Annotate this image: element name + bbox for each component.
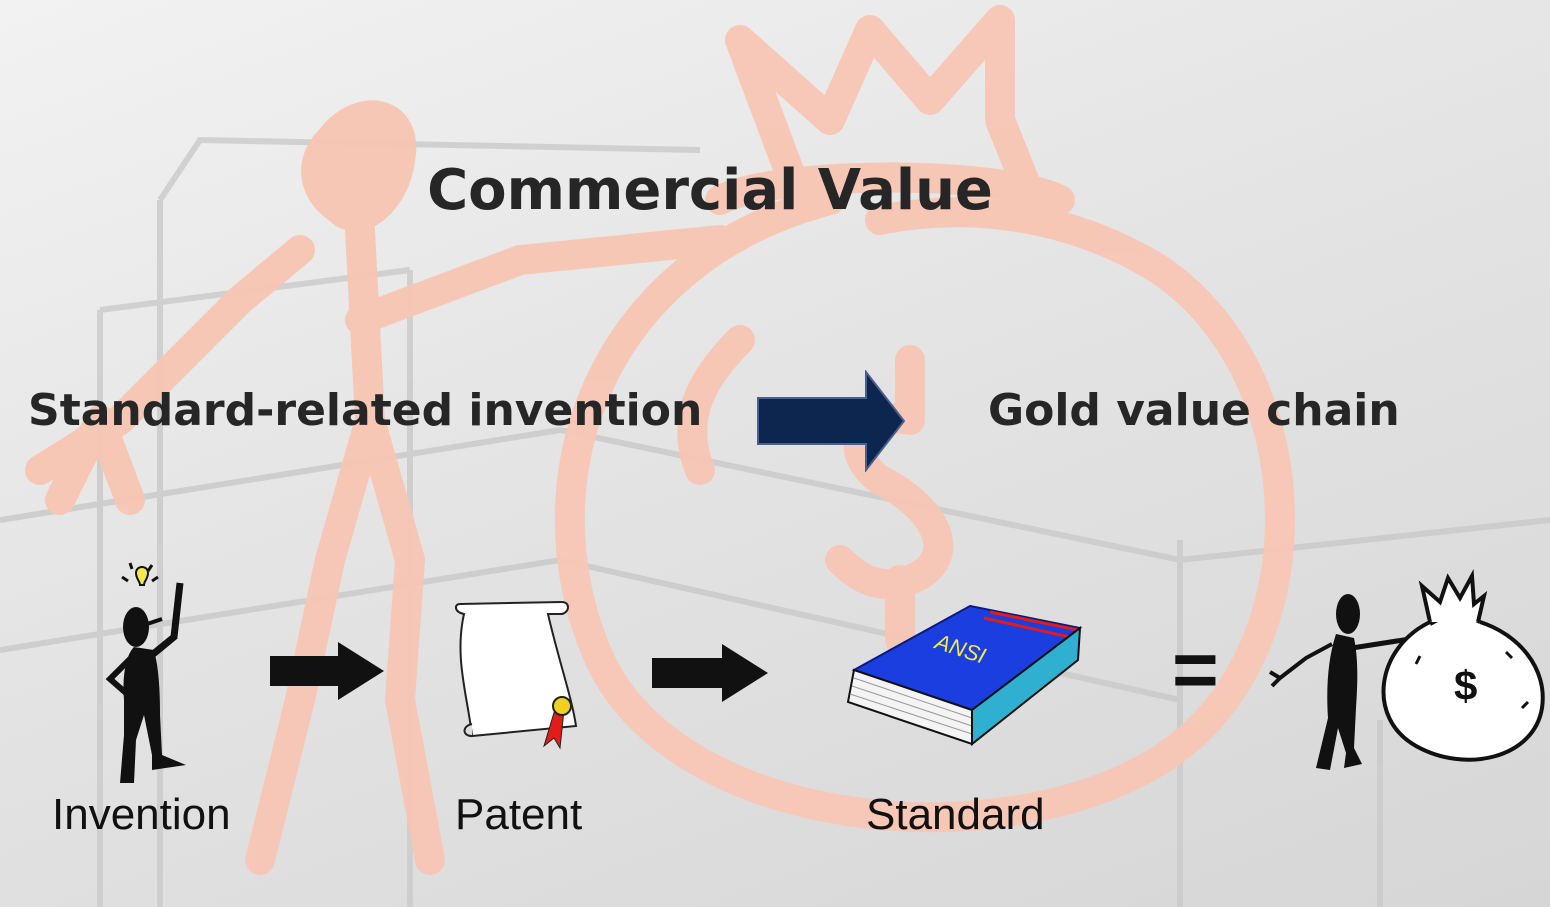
dollar-sign: $ <box>1454 662 1477 709</box>
right-heading: Gold value chain <box>988 385 1400 436</box>
person-with-money-bag-icon: $ <box>1268 569 1545 770</box>
step-label-patent: Patent <box>455 790 583 839</box>
right-arrow-icon <box>270 642 384 700</box>
thinking-person-icon <box>105 562 186 783</box>
scroll-certificate-icon <box>454 600 578 750</box>
book-icon: ANSI <box>846 604 1083 747</box>
left-heading: Standard-related invention <box>28 385 703 436</box>
step-label-invention: Invention <box>52 790 231 839</box>
right-arrow-icon <box>652 644 768 702</box>
big-right-arrow-icon <box>757 370 906 472</box>
equals-sign: = <box>1172 625 1219 714</box>
slide-title: Commercial Value <box>427 158 993 223</box>
step-label-standard: Standard <box>866 790 1045 839</box>
